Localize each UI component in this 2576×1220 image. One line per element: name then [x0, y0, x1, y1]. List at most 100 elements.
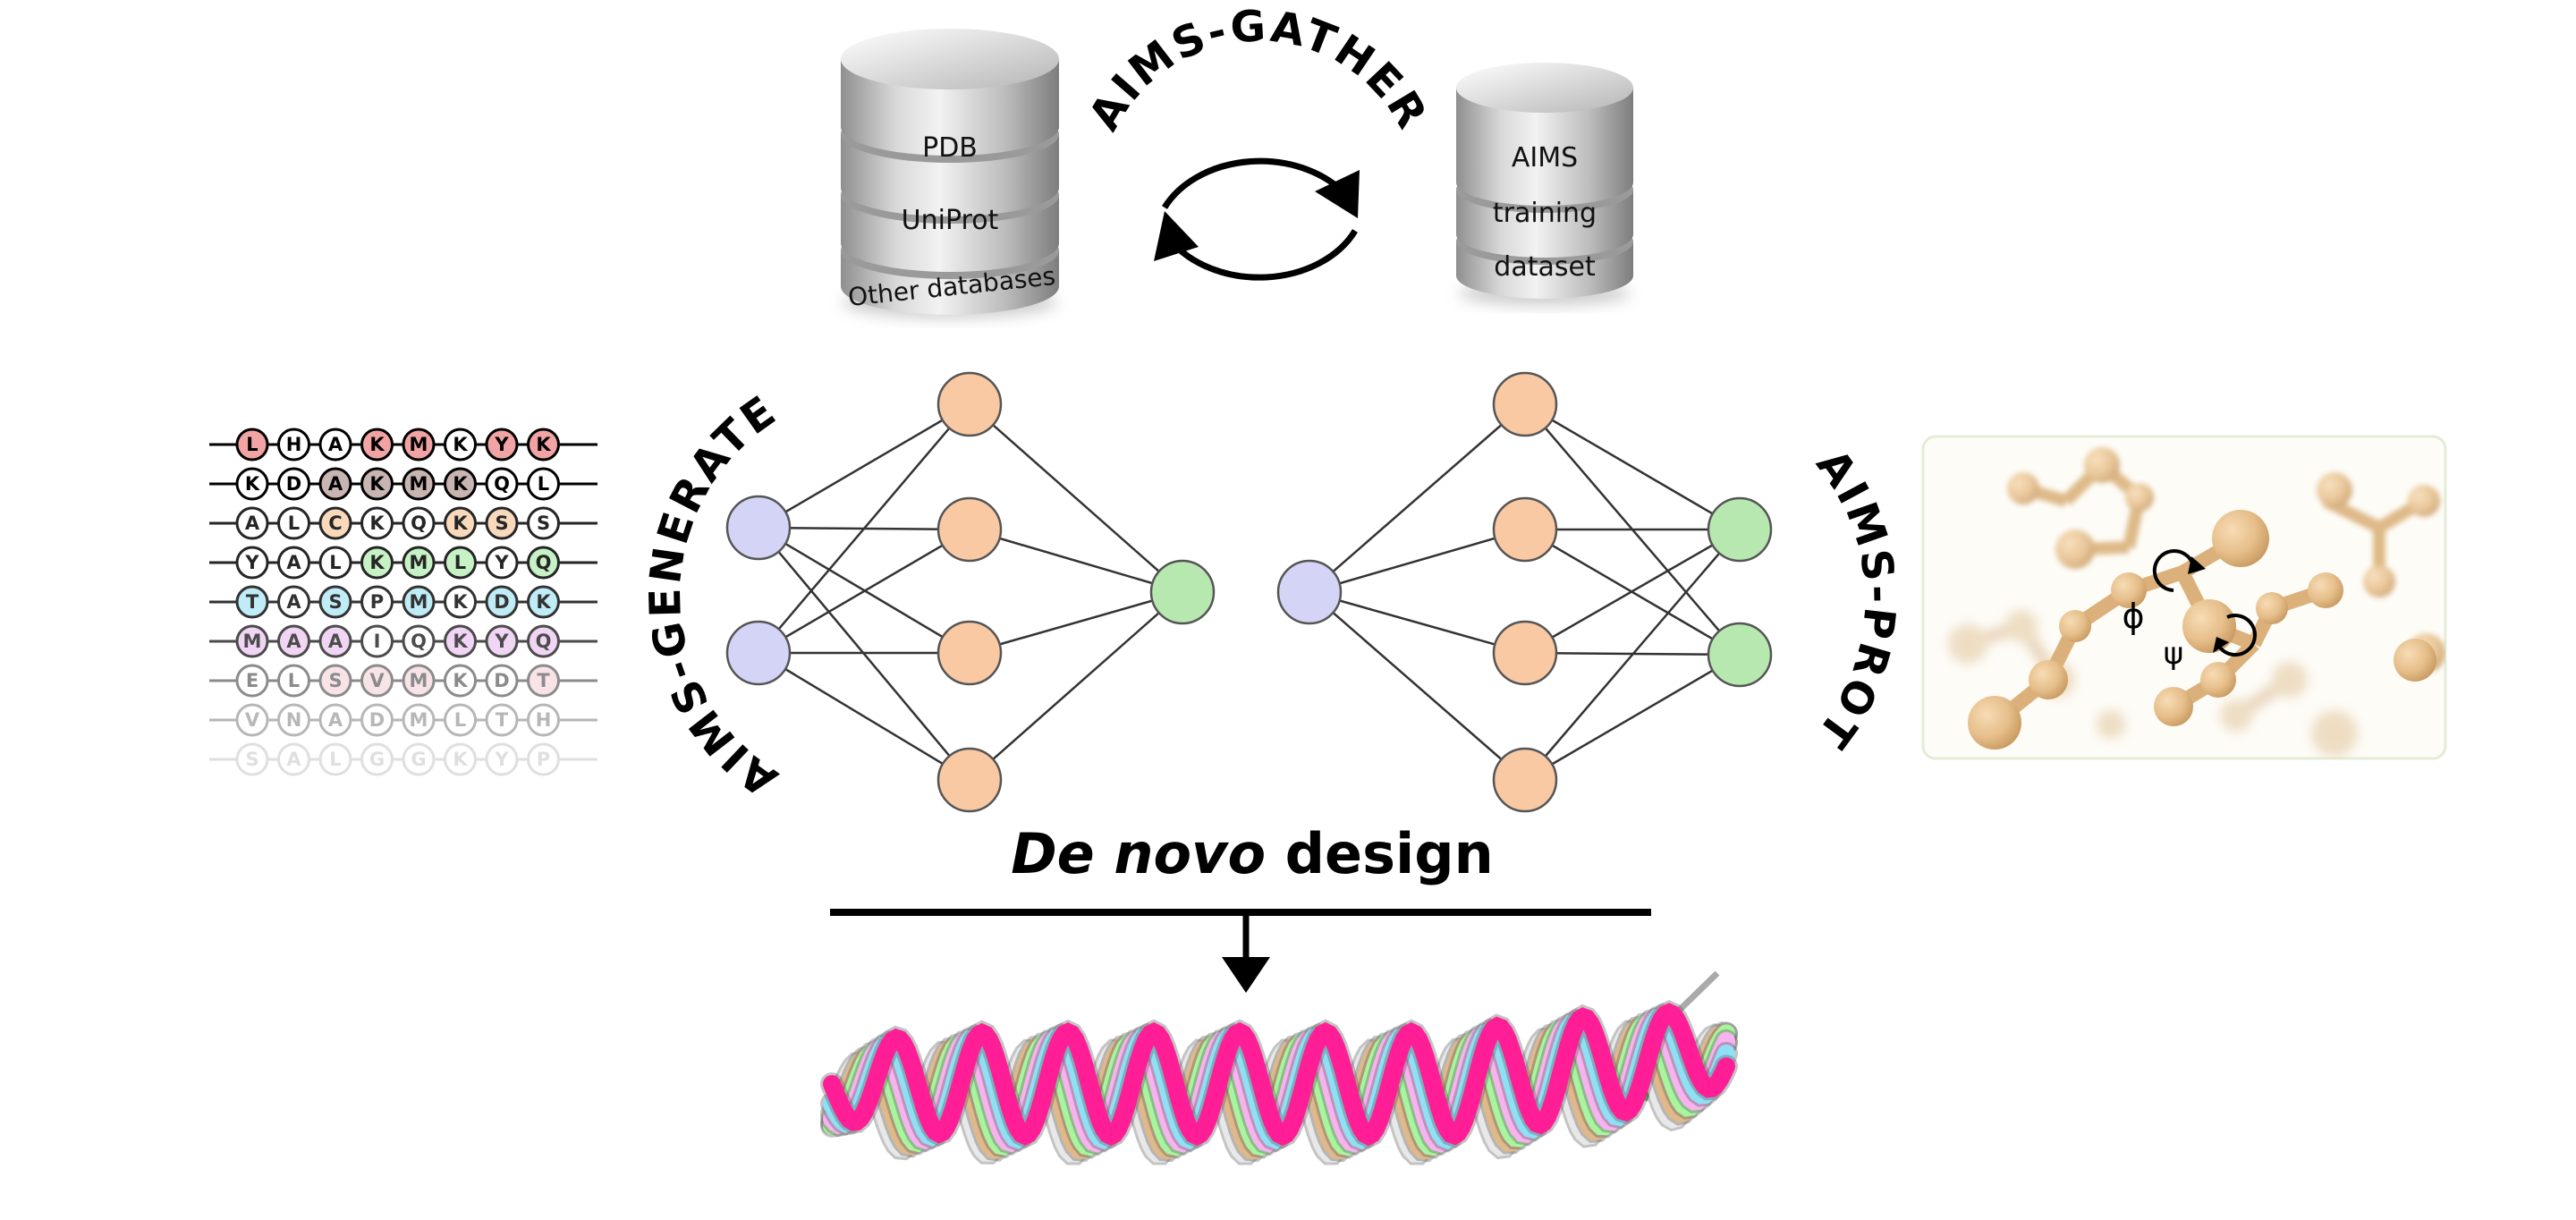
residue-letter: A	[286, 749, 301, 770]
residue-circle	[318, 467, 352, 501]
residue-letter: V	[369, 670, 385, 691]
residue-circle	[235, 703, 269, 737]
residue-circle	[277, 467, 310, 501]
residue-circle	[444, 742, 477, 776]
residue-letter: Y	[244, 552, 259, 573]
residue-letter: Y	[494, 631, 509, 652]
residue-letter: K	[453, 591, 468, 613]
design-title-rest: design	[1266, 821, 1494, 886]
network-edge	[1309, 403, 1526, 593]
down-arrow-icon	[1222, 912, 1270, 993]
residue-circle	[277, 742, 310, 776]
residue-letter: M	[410, 434, 428, 455]
residue-circle	[485, 428, 519, 462]
residue-circle	[318, 664, 352, 698]
residue-circle	[277, 546, 310, 580]
residue-circle	[402, 467, 436, 501]
network-edge	[1524, 653, 1741, 782]
residue-circle	[527, 585, 560, 619]
residue-letter: D	[286, 473, 301, 495]
residue-letter: M	[410, 473, 428, 495]
residue-letter: K	[536, 591, 551, 613]
protein-structure-panel: ϕ ψ	[1921, 435, 2447, 760]
residue-circle	[402, 428, 436, 462]
residue-letter: K	[453, 473, 468, 495]
network-edge	[758, 651, 970, 782]
residue-letter: K	[536, 434, 551, 455]
design-title-italic: De novo	[1011, 821, 1267, 886]
network-edge	[1309, 528, 1526, 594]
residue-letter: K	[369, 513, 385, 534]
residue-letter: H	[536, 709, 552, 731]
residue-letter: S	[328, 670, 342, 691]
residue-letter: L	[288, 513, 300, 534]
residue-circle	[360, 467, 394, 501]
label-aims-generate: AIMS-GENERATE	[640, 385, 786, 807]
residue-circle	[318, 703, 352, 737]
residue-letter: D	[494, 670, 509, 691]
residue-letter: Q	[411, 513, 427, 534]
residue-circle	[527, 742, 560, 776]
residue-circle	[485, 703, 519, 737]
residue-letter: M	[410, 552, 428, 573]
residue-circle	[235, 506, 269, 540]
output-node	[1149, 559, 1216, 625]
source-database: PDB UniProt Other databases	[841, 29, 1059, 318]
residue-letter: Y	[494, 434, 509, 455]
residue-circle	[360, 506, 394, 540]
residue-circle	[444, 624, 477, 658]
residue-circle	[527, 428, 560, 462]
residue-circle	[444, 467, 477, 501]
residue-circle	[277, 703, 310, 737]
residue-letter: G	[369, 749, 385, 770]
residue-circle	[235, 546, 269, 580]
residue-circle	[485, 546, 519, 580]
network-edge	[1524, 529, 1741, 781]
residue-letter: D	[494, 591, 509, 613]
network-edge	[969, 591, 1183, 781]
residue-circle	[485, 585, 519, 619]
residue-letter: M	[243, 631, 262, 652]
network-edge	[758, 402, 970, 530]
torsion-arrow-icon	[2152, 549, 2257, 657]
residue-circle	[402, 585, 436, 619]
residue-circle	[318, 624, 352, 658]
hidden-node	[936, 496, 1003, 563]
input-node	[725, 620, 792, 686]
input-node	[1276, 559, 1343, 625]
label-aims-prot: AIMS-PROT	[1807, 440, 1905, 758]
residue-letter: Q	[536, 552, 552, 573]
residue-letter: K	[453, 513, 468, 534]
residue-circle	[485, 742, 519, 776]
residue-letter: I	[374, 631, 381, 652]
residue-circle	[444, 703, 477, 737]
residue-circle	[318, 506, 352, 540]
residue-letter: S	[245, 749, 258, 770]
residue-circle	[360, 703, 394, 737]
residue-circle	[360, 664, 394, 698]
residue-letter: S	[495, 513, 508, 534]
residue-circle	[360, 428, 394, 462]
cycle-arrows-icon	[1154, 157, 1360, 281]
residue-circle	[318, 546, 352, 580]
residue-circle	[527, 467, 560, 501]
network-edge	[758, 403, 970, 654]
residue-letter: K	[453, 631, 468, 652]
residue-circle	[360, 742, 394, 776]
residue-letter: L	[329, 749, 341, 770]
design-title: De novo design	[894, 821, 1610, 886]
residue-letter: M	[410, 591, 428, 613]
residue-circle	[402, 546, 436, 580]
hidden-node	[1492, 620, 1558, 686]
residue-circle	[402, 742, 436, 776]
input-node	[725, 495, 792, 561]
residue-circle	[485, 624, 519, 658]
residue-letter: P	[370, 591, 384, 613]
residue-circle	[277, 624, 310, 658]
residue-circle	[527, 664, 560, 698]
